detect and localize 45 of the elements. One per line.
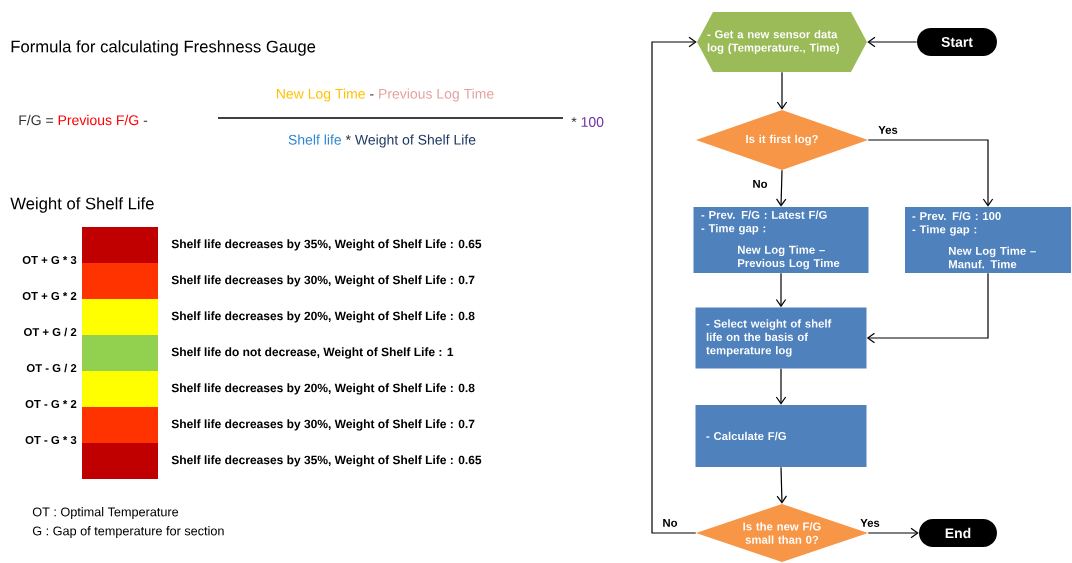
edge-label: No	[751, 178, 769, 190]
legend-text: Shelf life decreases by 20%, Weight of Shelf Life : 0.8	[171, 383, 475, 395]
formula-numerator: New Log Time - Previous Log Time	[276, 88, 494, 102]
label: -	[143, 120, 148, 122]
note: G : Gap of temperature for section	[32, 526, 224, 538]
legend-text: Shelf life decreases by 35%, Weight of Shelf Life : 0.65	[171, 239, 482, 251]
arrow	[651, 36, 697, 534]
arrow	[776, 466, 788, 504]
terminal-box: Start	[917, 28, 997, 56]
legend-text: Shelf life decreases by 30%, Weight of Shelf Life : 0.7	[171, 275, 475, 287]
arrow	[775, 272, 787, 308]
edge-label: Yes	[876, 124, 900, 136]
threshold-label: OT + G * 3	[22, 256, 77, 264]
label: Previous F/G	[58, 114, 139, 126]
process-box: - Calculate F/G	[695, 405, 867, 467]
threshold-label: OT + G * 2	[22, 292, 77, 300]
arrow	[775, 169, 787, 207]
heading: Weight of Shelf Life	[10, 197, 154, 213]
process-box: - Prev. F/G : 100 - Time gap : New Log Time – Manuf. Time	[905, 207, 1071, 273]
process-hexagon: - Get a new sensor data log (Temperature., Time)	[697, 12, 867, 72]
arrow	[867, 36, 918, 48]
threshold-label: OT + G / 2	[24, 327, 77, 337]
legend-text: Shelf life decreases by 20%, Weight of Shelf Life : 0.8	[171, 311, 475, 323]
process-box: - Prev. F/G : Latest F/G - Time gap : New Log Time – Previous Log Time	[693, 207, 869, 273]
legend-text: Shelf life do not decrease, Weight of Shelf Life : 1	[171, 347, 454, 359]
label: =	[46, 118, 53, 123]
edge-label: No	[661, 517, 679, 529]
threshold-label: OT - G / 2	[26, 363, 77, 373]
formula-term: F/G = Previous F/G -	[19, 114, 148, 126]
note: OT : Optimal Temperature	[32, 507, 179, 519]
arrow	[867, 139, 994, 207]
terminal-box: End	[919, 519, 997, 547]
heading: Formula for calculating Freshness Gauge	[11, 40, 316, 56]
legend-text: Shelf life decreases by 30%, Weight of Shelf Life : 0.7	[171, 419, 475, 431]
threshold-label: OT - G * 2	[25, 400, 77, 408]
arrow	[775, 368, 787, 405]
label: F/G	[19, 114, 41, 126]
legend-text: Shelf life decreases by 35%, Weight of Shelf Life : 0.65	[171, 455, 482, 467]
process-box: - Select weight of shelf life on the basis of temperature log	[695, 307, 867, 369]
arrow	[776, 71, 788, 110]
arrow	[867, 527, 919, 539]
arrow	[866, 272, 989, 344]
formula-denominator: Shelf life * Weight of Shelf Life	[288, 134, 476, 148]
threshold-label: OT - G * 3	[25, 436, 77, 444]
formula-term: * 100	[571, 117, 604, 127]
